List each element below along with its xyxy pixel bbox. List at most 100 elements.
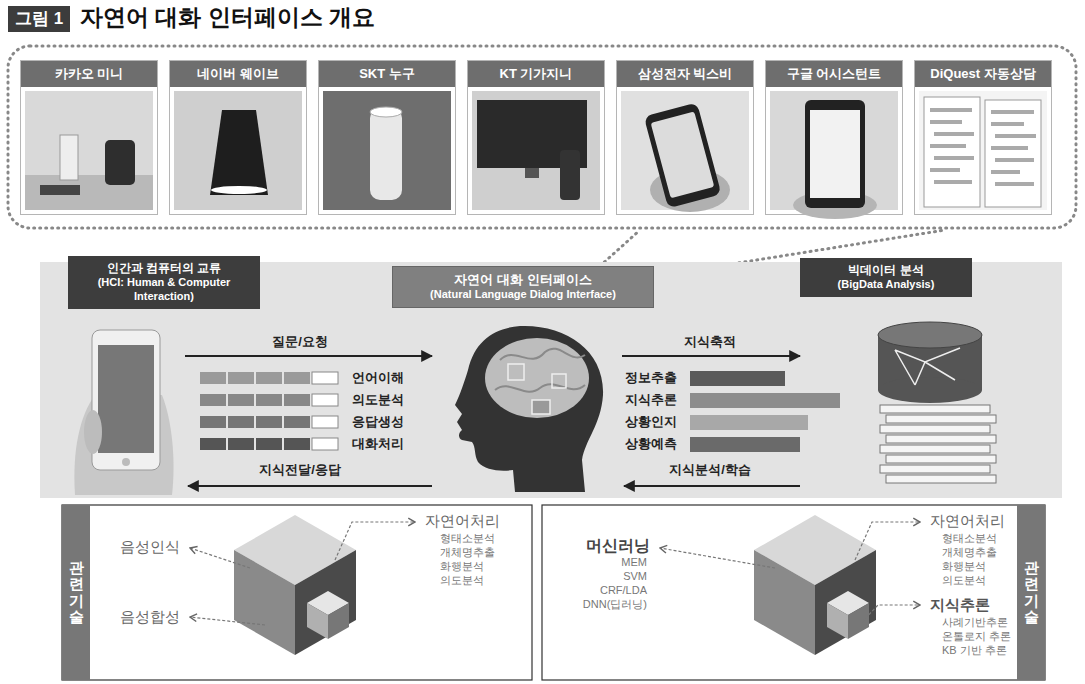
tech-item: 의도분석: [942, 574, 986, 587]
flow-arrow: [622, 355, 800, 357]
speaker-light: [211, 186, 267, 194]
phone-screen: [651, 111, 715, 198]
tech-item: DNN(딥러닝): [540, 598, 647, 611]
dotted-region: [8, 46, 1076, 228]
cube-face: [328, 603, 349, 639]
chat-lines: [930, 110, 1036, 184]
level-bar: [690, 371, 785, 386]
thumb-icon: [84, 410, 102, 454]
brain-square: [508, 364, 524, 380]
tech-item: CRF/LDA: [540, 584, 647, 597]
bar-segment: [312, 394, 338, 406]
paper-sheet: [880, 425, 990, 433]
tech-item: 온톨로지 추론: [942, 630, 1011, 643]
flow-arrow: [624, 485, 800, 487]
leader-line: [190, 617, 265, 625]
tech-item: 화행분석: [942, 560, 986, 573]
leader-line: [660, 548, 775, 568]
leader-line: [190, 548, 250, 568]
arrow-label: 지식축적: [640, 334, 780, 350]
bar-segment: [312, 438, 338, 450]
phone-icon: [805, 100, 865, 208]
progress-bars: [200, 372, 338, 450]
panel-ground: [40, 262, 1062, 498]
cube-face: [848, 603, 869, 639]
tech-label: 음성인식: [120, 538, 180, 556]
product-photo: [919, 91, 1047, 210]
header-box: 빅데이터 분석(BigData Analysis): [800, 258, 972, 297]
bar-segment: [256, 394, 282, 406]
product-card: 네이버 웨이브: [169, 60, 307, 215]
product-card: 삼성전자 빅스비: [616, 60, 754, 215]
bar-label: 지식추론: [625, 392, 677, 408]
brain-shape: [485, 338, 589, 418]
bar-segment: [200, 394, 226, 406]
tech-item: 개체명추출: [942, 546, 997, 559]
tech-item: 형태소분석: [942, 532, 997, 545]
header-box: 인간과 컴퓨터의 교류(HCI: Human & Computer Intera…: [68, 256, 260, 309]
box-heading: 빅데이터 분석: [808, 263, 964, 278]
tech-label: 자연어처리: [930, 512, 1005, 530]
paper-sheet: [880, 445, 990, 453]
bar-segment: [284, 372, 310, 384]
bar-segment: [284, 416, 310, 428]
chat-screen: [985, 100, 1041, 207]
title-box: 자연어 대화 인터페이스(Natural Language Dialog Int…: [392, 266, 654, 308]
figure-title: 자연어 대화 인터페이스 개요: [80, 4, 375, 32]
card-title: KT 기가지니: [468, 61, 604, 87]
tech-item: 형태소분석: [440, 532, 495, 545]
network-lines: [895, 348, 960, 385]
box-subtitle: (HCI: Human & Computer Interaction): [76, 276, 252, 304]
cube-face: [307, 603, 328, 639]
cube-face: [815, 550, 876, 655]
bar-segment: [312, 372, 338, 384]
bar-segment: [284, 394, 310, 406]
card-title: 삼성전자 빅스비: [617, 61, 753, 87]
phone-icon: [40, 185, 80, 195]
dotted-pointer: [600, 230, 640, 266]
card-title: 네이버 웨이브: [170, 61, 306, 87]
product-photo: [174, 91, 302, 210]
bar-segment: [284, 438, 310, 450]
bar-segment: [228, 438, 254, 450]
brain-square: [552, 374, 566, 388]
brain-folds: [495, 349, 585, 392]
leader-line: [862, 605, 920, 622]
bar-segment: [228, 416, 254, 428]
phone-icon: [92, 330, 160, 470]
paper-sheet: [880, 405, 990, 413]
box-subtitle: (Natural Language Dialog Interface): [401, 288, 645, 302]
phone-icon: [644, 102, 722, 208]
bar-segment: [256, 416, 282, 428]
arrow-label: 지식분석/학습: [640, 462, 780, 478]
bar-segment: [312, 416, 338, 428]
tech-item: 화행분석: [440, 560, 484, 573]
band-text: 관련기술: [69, 560, 84, 626]
tech-label: 머신러닝: [540, 536, 650, 555]
tech-label: 음성합성: [120, 608, 180, 626]
side-band: 관련기술: [1017, 505, 1045, 680]
bar-segment: [256, 438, 282, 450]
bar-label: 언어이해: [352, 370, 404, 386]
bar-label: 응답생성: [352, 414, 404, 430]
product-photo: [770, 91, 898, 210]
product-card: 구글 어시스턴트: [765, 60, 903, 215]
level-bar: [690, 415, 808, 430]
card-title: DiQuest 자동상담: [915, 61, 1051, 87]
tv-stand: [525, 168, 539, 178]
card-title: 구글 어시스턴트: [766, 61, 902, 87]
bar-segment: [200, 438, 226, 450]
bar-label: 의도분석: [352, 392, 404, 408]
tech-item: 사례기반추론: [942, 616, 1008, 629]
tech-item: MEM: [540, 556, 647, 569]
level-bar: [690, 437, 800, 452]
phone-button: [122, 458, 130, 466]
paper-sheet: [886, 435, 996, 443]
paper-sheet: [886, 415, 996, 423]
speaker-icon: [210, 110, 268, 195]
product-card: 카카오 미니: [20, 60, 158, 215]
card-title: 카카오 미니: [21, 61, 157, 87]
cube-face: [827, 603, 848, 639]
arrow-label: 지식전달/응답: [230, 462, 370, 478]
